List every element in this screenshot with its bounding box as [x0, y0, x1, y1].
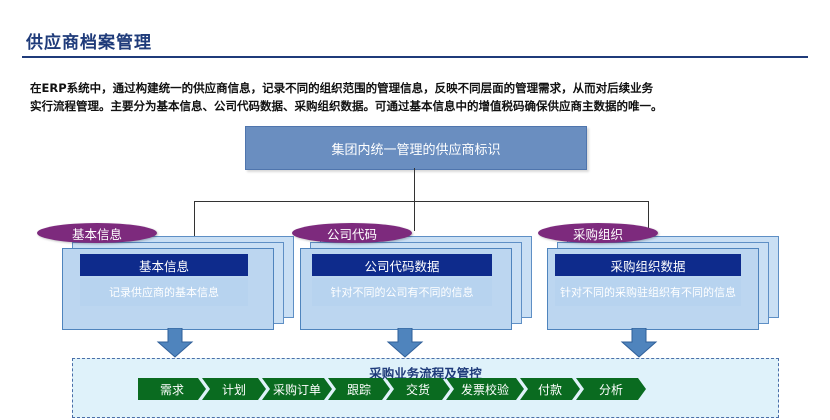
process-title: 采购业务流程及管控 [369, 366, 482, 381]
title-divider [22, 56, 808, 58]
connector-right [648, 201, 649, 231]
page-title: 供应商档案管理 [26, 33, 152, 53]
group-tag-basic: 基本信息 [37, 223, 157, 243]
down-arrow-icon [386, 328, 424, 358]
group-tag-purchasing: 采购组织 [538, 223, 658, 243]
process-step: 计划 [202, 378, 266, 400]
group-company-code: 公司代码数据 针对不同的公司有不同的信息 [300, 230, 540, 330]
process-step: 采购订单 [262, 378, 332, 400]
group-header: 公司代码数据 [312, 254, 492, 276]
down-arrow-icon [620, 328, 658, 358]
group-basic-info: 基本信息 记录供应商的基本信息 [62, 230, 302, 330]
group-description: 记录供应商的基本信息 [80, 278, 248, 306]
down-arrow-icon [156, 328, 194, 358]
group-purchasing-org: 采购组织数据 针对不同的采购驻组织有不同的信息 [547, 230, 787, 330]
process-step: 付款 [520, 378, 580, 400]
connector-horizontal [194, 201, 649, 202]
connector-middle [414, 201, 415, 231]
group-header: 采购组织数据 [555, 254, 741, 276]
intro-line-2: 实行流程管理。主要分为基本信息、公司代码数据、采购组织数据。可通过基本信息中的增… [30, 99, 663, 113]
process-step: 交货 [386, 378, 450, 400]
group-description: 针对不同的公司有不同的信息 [312, 278, 492, 306]
process-step: 跟踪 [328, 378, 390, 400]
process-step: 发票校验 [446, 378, 524, 400]
top-identifier-box: 集团内统一管理的供应商标识 [245, 126, 587, 170]
group-tag-company: 公司代码 [292, 223, 412, 243]
intro-line-1: 在ERP系统中，通过构建统一的供应商信息，记录不同的组织范围的管理信息，反映不同… [30, 81, 654, 95]
process-step: 分析 [576, 378, 646, 400]
connector-vertical-top [414, 168, 415, 201]
group-header: 基本信息 [80, 254, 248, 276]
connector-left [194, 201, 195, 245]
intro-text: 在ERP系统中，通过构建统一的供应商信息，记录不同的组织范围的管理信息，反映不同… [30, 79, 820, 115]
process-step: 需求 [138, 378, 206, 400]
group-description: 针对不同的采购驻组织有不同的信息 [555, 278, 741, 306]
